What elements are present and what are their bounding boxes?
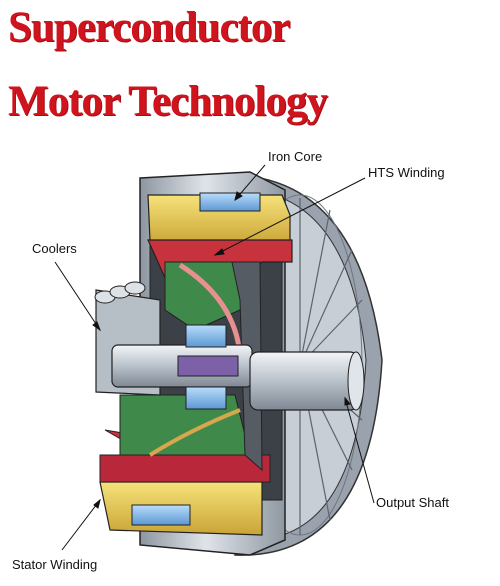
label-coolers: Coolers	[32, 241, 77, 256]
hts-winding-leader	[214, 177, 366, 256]
label-hts-winding: HTS Winding	[368, 165, 445, 180]
label-output-shaft: Output Shaft	[376, 495, 449, 510]
output-shaft-part	[249, 351, 365, 411]
stator-winding-top	[147, 192, 291, 246]
label-stator-winding: Stator Winding	[12, 557, 98, 572]
label-iron-core: Iron Core	[268, 149, 323, 164]
rotor-core	[119, 261, 263, 472]
output-shaft-leader	[344, 397, 375, 504]
title-line-1: Superconductor	[8, 4, 290, 51]
stator-winding-leader	[61, 499, 101, 551]
coolers-leader	[54, 261, 101, 331]
motor-shaft	[111, 324, 253, 410]
stator-winding-bottom	[99, 481, 263, 536]
title-line-2: Motor Technology	[8, 78, 328, 125]
